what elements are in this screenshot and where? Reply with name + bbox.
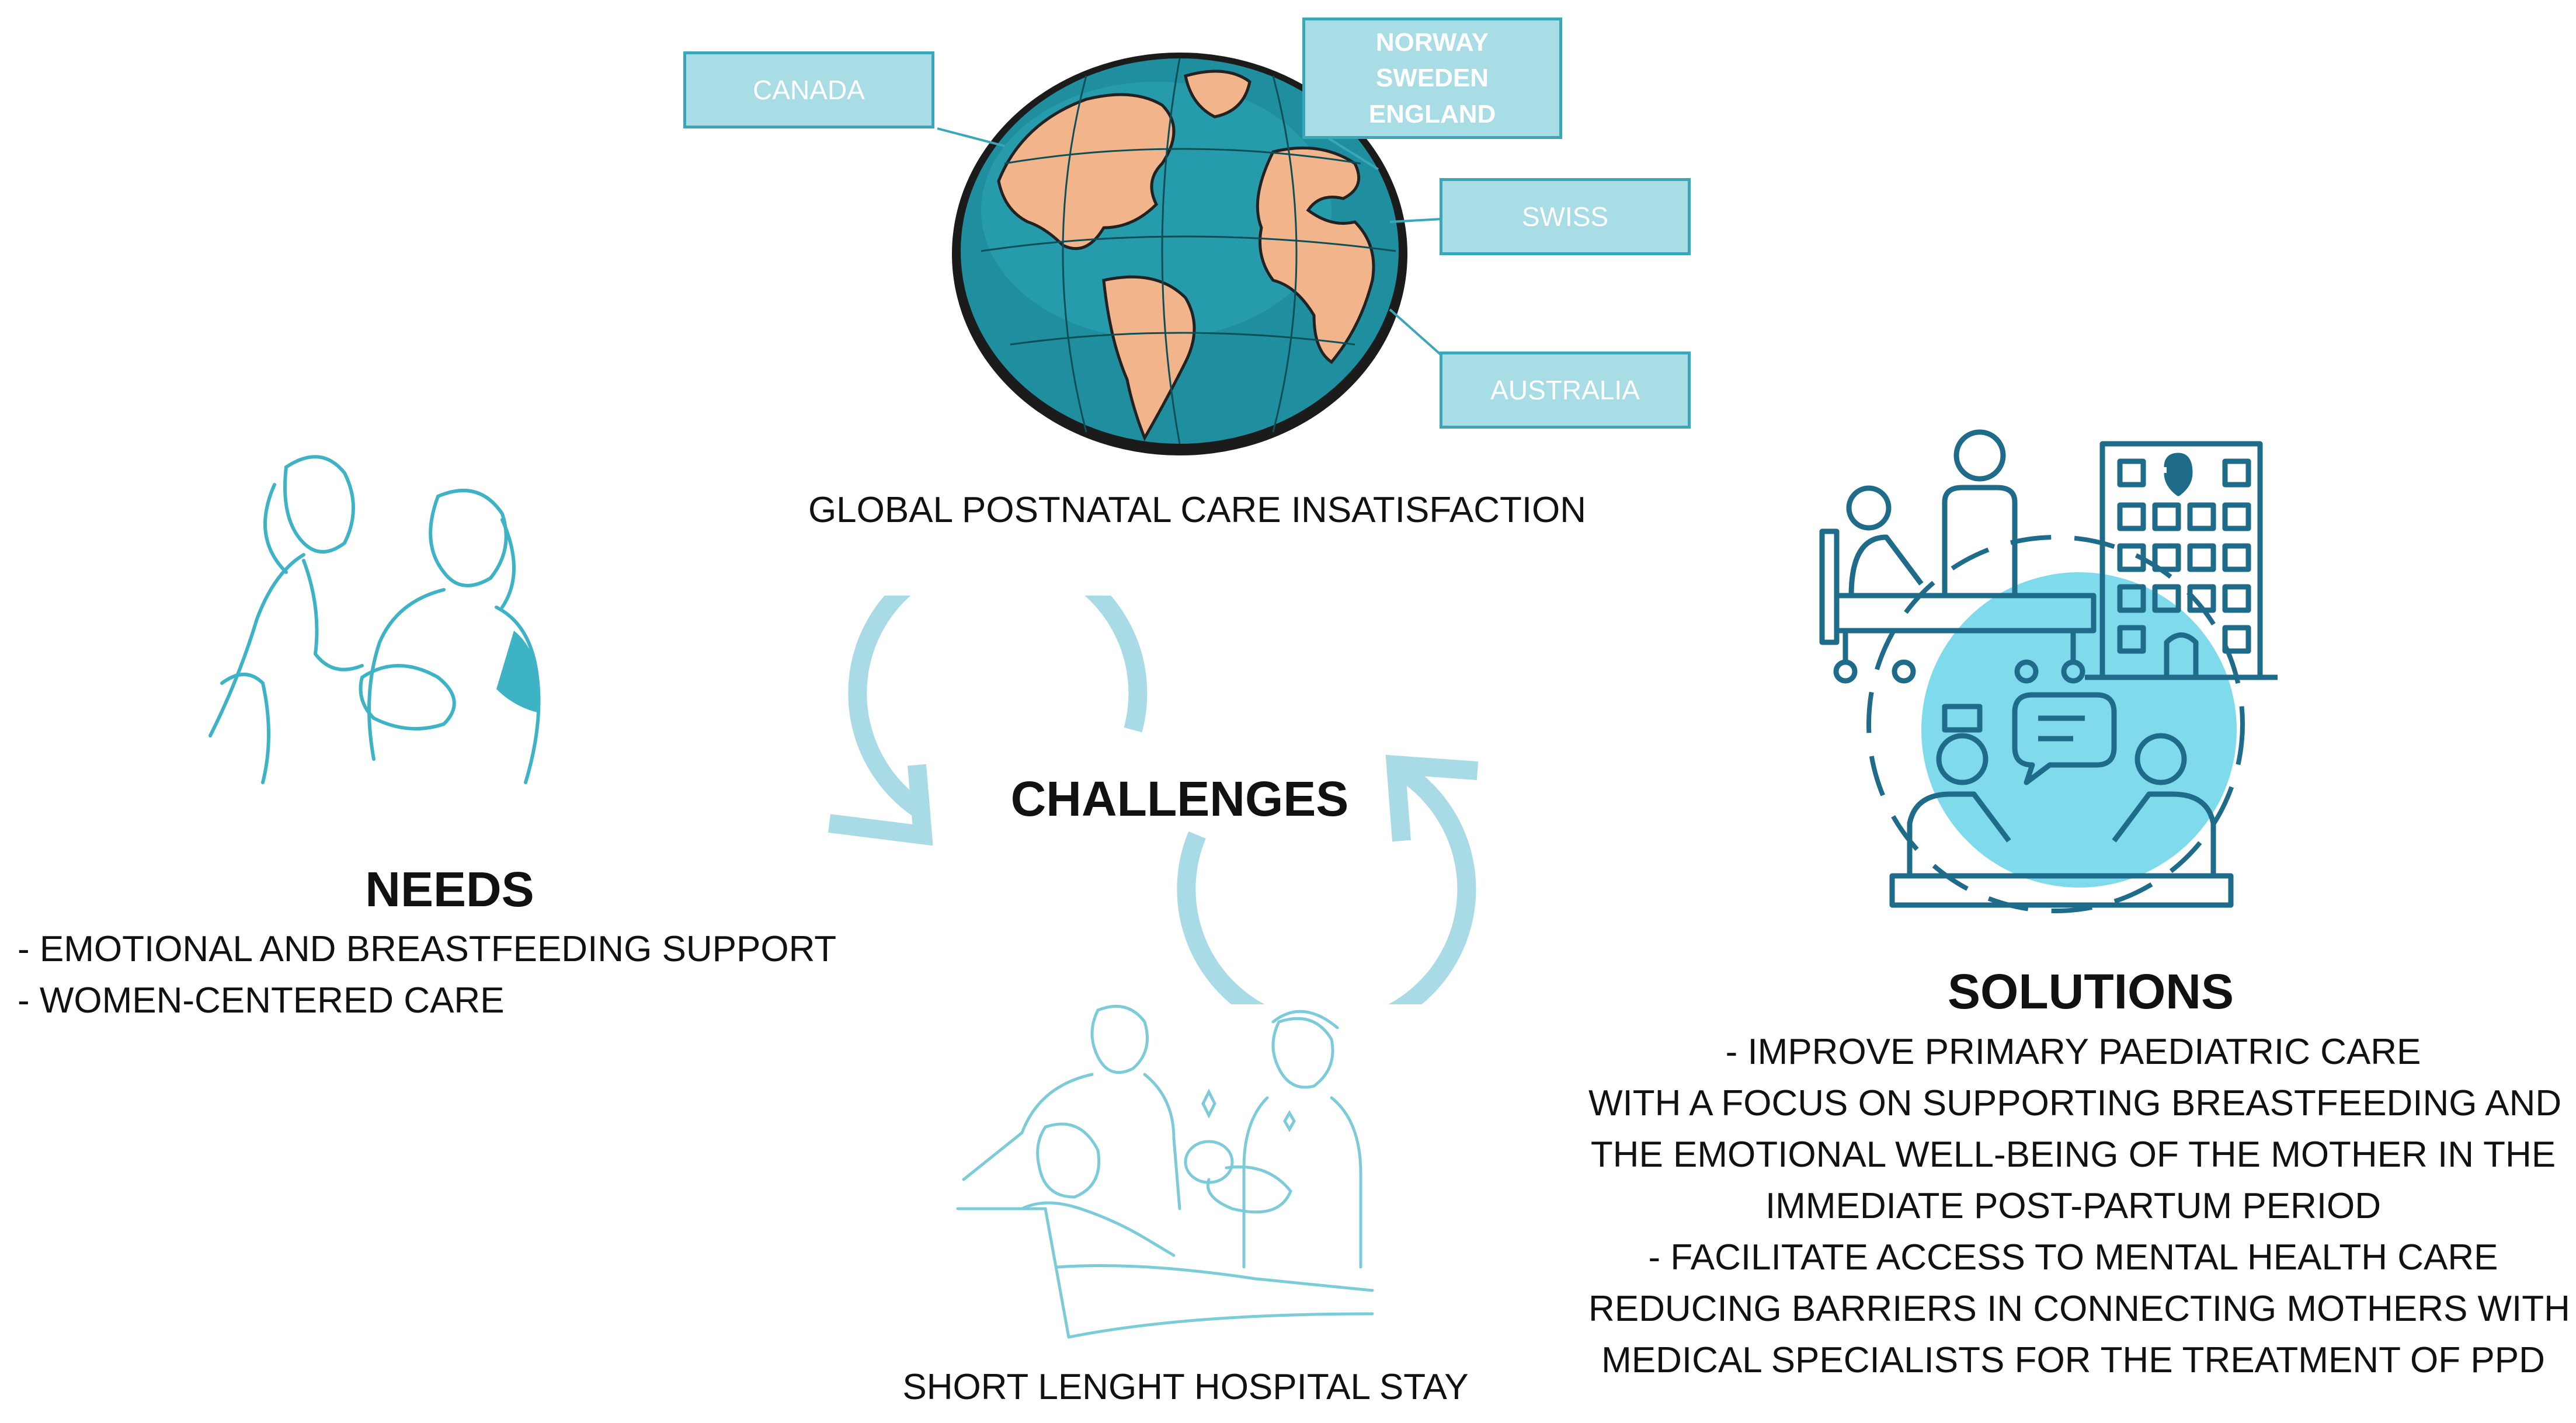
- challenges-title: CHALLENGES: [1010, 771, 1349, 826]
- needs-title: NEEDS: [365, 862, 534, 917]
- country-box-swiss: SWISS: [1440, 178, 1691, 255]
- family-illustration: [952, 987, 1384, 1355]
- solutions-line: - IMPROVE PRIMARY PAEDIATRIC CARE: [1725, 1032, 2421, 1072]
- solutions-line: REDUCING BARRIERS IN CONNECTING MOTHERS …: [1588, 1289, 2570, 1329]
- country-label-sweden: SWEDEN: [1375, 64, 1489, 93]
- solutions-title: SOLUTIONS: [1947, 964, 2234, 1019]
- solutions-line: THE EMOTIONAL WELL-BEING OF THE MOTHER I…: [1590, 1135, 2556, 1175]
- country-label-swiss: SWISS: [1521, 201, 1609, 232]
- solutions-text: - IMPROVE PRIMARY PAEDIATRIC CARE WITH A…: [1588, 1027, 2570, 1386]
- country-box-nordic: NORWAY SWEDEN ENGLAND: [1302, 18, 1562, 139]
- globe-illustration: [911, 35, 1448, 455]
- solutions-line: WITH A FOCUS ON SUPPORTING BREASTFEEDING…: [1588, 1083, 2562, 1123]
- globe-caption: GLOBAL POSTNATAL CARE INSATISFACTION: [808, 490, 1587, 530]
- solutions-line: MEDICAL SPECIALISTS FOR THE TREATMENT OF…: [1601, 1340, 2545, 1380]
- solutions-line: - FACILITATE ACCESS TO MENTAL HEALTH CAR…: [1648, 1237, 2498, 1278]
- hospital-caption: SHORT LENGHT HOSPITAL STAY: [902, 1367, 1469, 1407]
- needs-item: - WOMEN-CENTERED CARE: [18, 980, 505, 1021]
- needs-item: - EMOTIONAL AND BREASTFEEDING SUPPORT: [18, 929, 837, 969]
- country-box-canada: CANADA: [683, 51, 934, 128]
- country-box-australia: AUSTRALIA: [1440, 352, 1691, 429]
- country-label-australia: AUSTRALIA: [1490, 374, 1640, 405]
- solutions-line: IMMEDIATE POST-PARTUM PERIOD: [1765, 1186, 2382, 1226]
- country-label-norway: NORWAY: [1375, 27, 1489, 57]
- country-label-canada: CANADA: [753, 74, 865, 105]
- country-label-england: ENGLAND: [1368, 99, 1496, 128]
- mothers-illustration: [187, 432, 572, 806]
- care-services-icon: [1805, 420, 2295, 928]
- needs-list: - EMOTIONAL AND BREASTFEEDING SUPPORT - …: [18, 924, 836, 1027]
